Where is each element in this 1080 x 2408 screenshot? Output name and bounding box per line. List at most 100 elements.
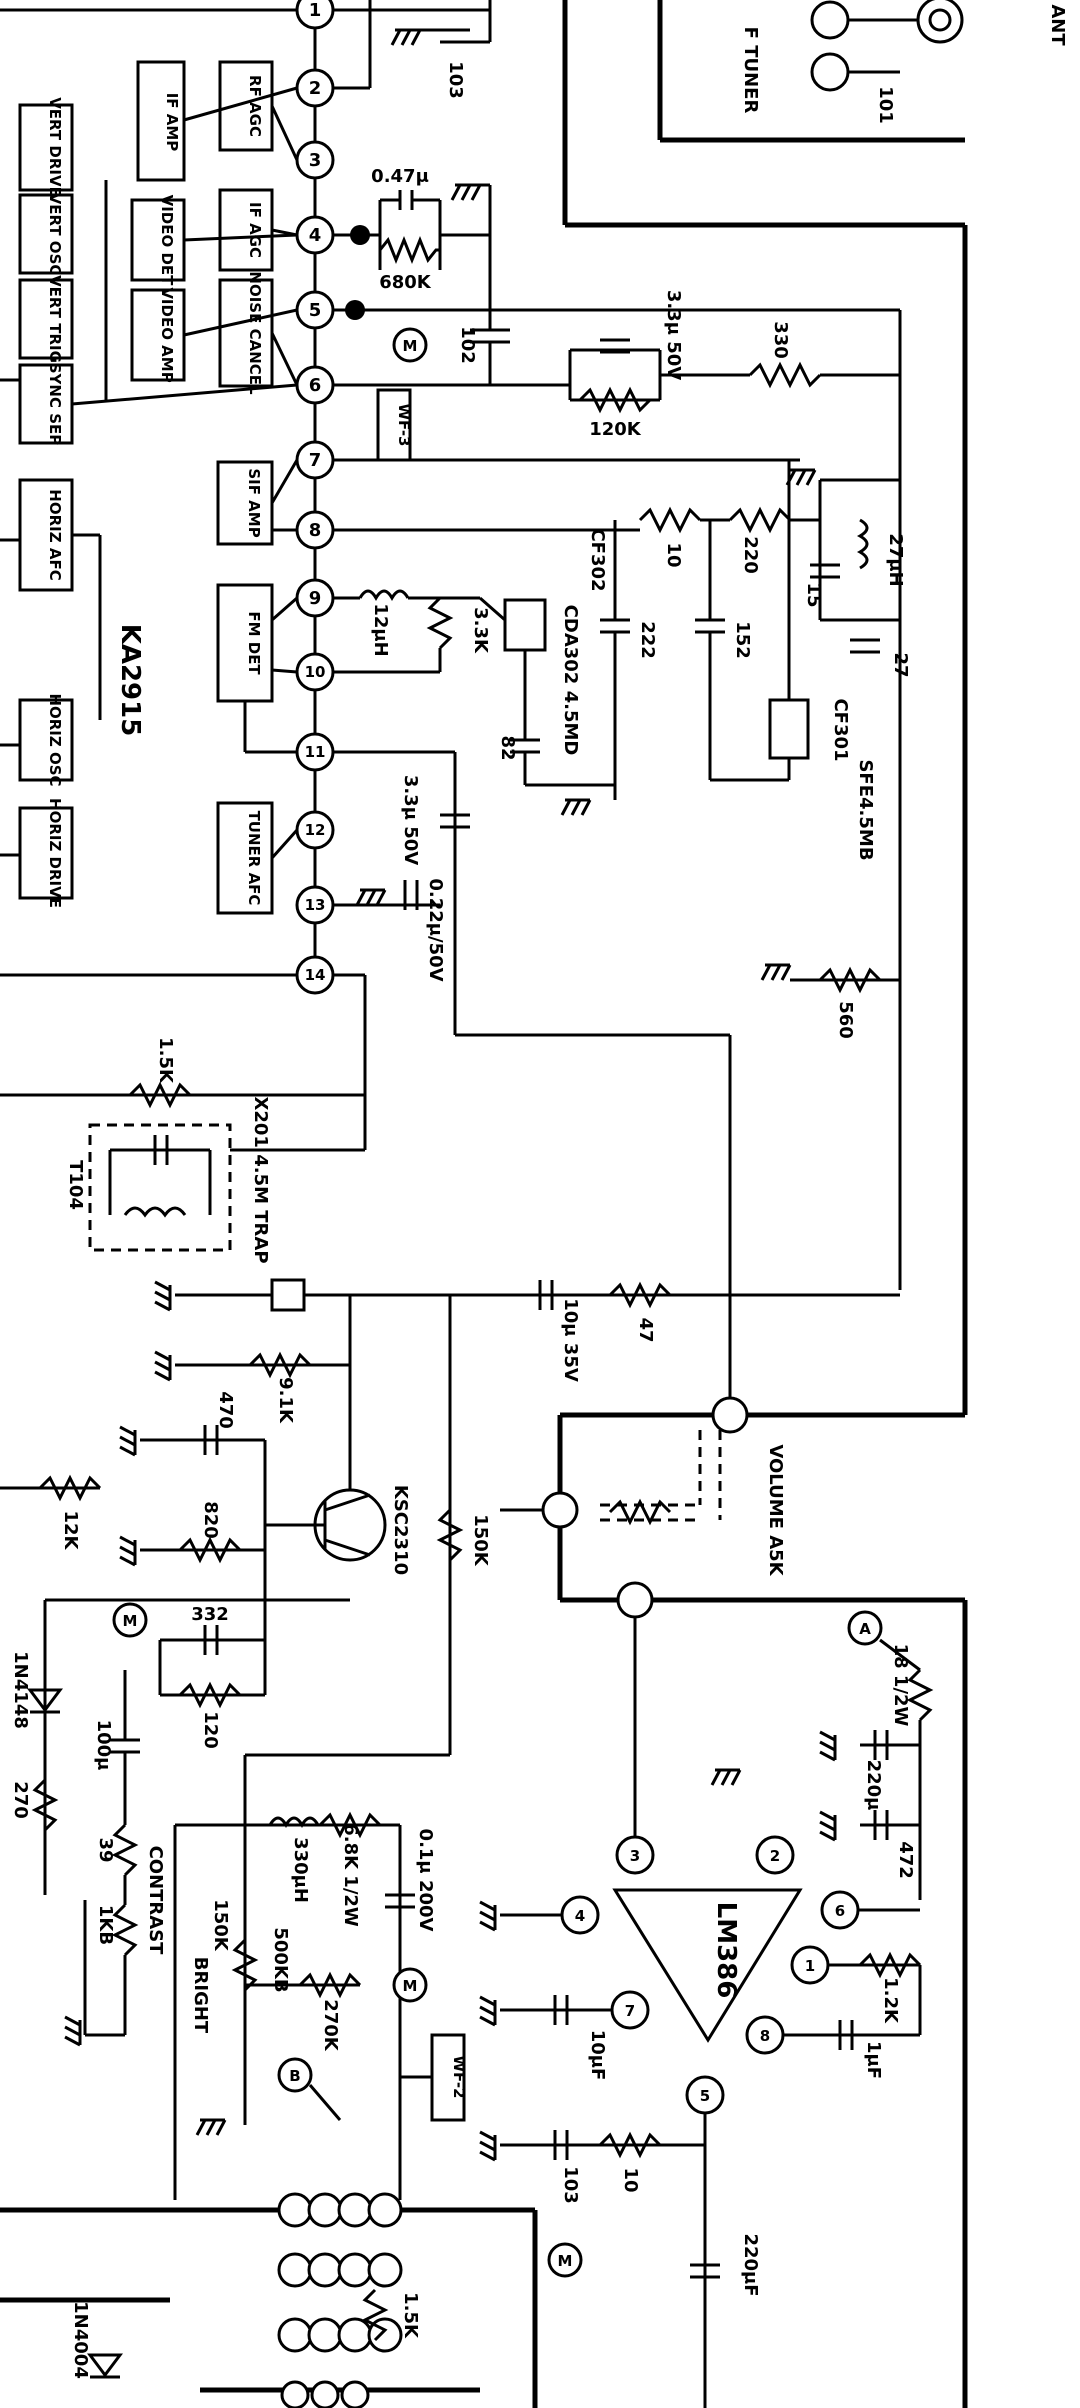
svg-text:B: B xyxy=(289,2067,300,2085)
ic-pin-4: 4 xyxy=(295,215,335,255)
c103a-label: 103 xyxy=(445,61,466,99)
svg-text:VERT TRIG: VERT TRIG xyxy=(46,275,64,363)
r820-label: 820 xyxy=(200,1501,221,1539)
horiz-osc-block xyxy=(18,698,74,782)
bright-label: BRIGHT xyxy=(190,1957,211,2034)
c152-label: 152 xyxy=(732,621,753,659)
r68k-label: 6.8K 1/2W xyxy=(340,1823,361,1927)
vert-trig-block xyxy=(18,278,74,360)
svg-text:1: 1 xyxy=(309,0,322,21)
r12k2-label: 1.2K xyxy=(880,1977,901,2024)
c047-label: 0.47μ xyxy=(371,166,429,187)
c220uf-label: 220μF xyxy=(740,2233,761,2296)
svg-text:RF AGC: RF AGC xyxy=(246,75,264,137)
ic-pin-10: 10 xyxy=(295,652,335,692)
horiz-afc-block xyxy=(18,478,74,592)
svg-text:3: 3 xyxy=(309,150,322,171)
c1u-label: 1μF xyxy=(863,2041,884,2079)
svg-text:M: M xyxy=(558,2252,573,2270)
svg-text:9: 9 xyxy=(309,588,322,609)
if-agc-block xyxy=(218,188,274,272)
sif-network: 10 220 CF302 222 152 12μH 3.3K CDA302 4.… xyxy=(333,458,911,861)
r150k2-label: 150K xyxy=(210,1899,231,1952)
l12-label: 12μH xyxy=(370,603,391,656)
r500kb-label: 500KB xyxy=(270,1927,291,1992)
svg-text:HORIZ AFC: HORIZ AFC xyxy=(46,489,64,580)
bright-network: 330μH 6.8K 1/2W 0.1μ 200V 150K 500KB BRI… xyxy=(173,1753,468,2200)
r15k-label: 1.5K xyxy=(155,1037,176,1084)
c33-50b-label: 3.3μ 50V xyxy=(400,775,421,865)
if-amp-block xyxy=(136,60,186,182)
c332-label: 332 xyxy=(191,1604,229,1625)
l330-label: 330μH xyxy=(290,1837,311,1903)
x201-label: X201 4.5M TRAP xyxy=(250,1096,271,1263)
svg-text:3: 3 xyxy=(630,1847,640,1865)
svg-text:VIDEO AMP: VIDEO AMP xyxy=(158,287,176,382)
d1n4148-label: 1N4148 xyxy=(10,1651,31,1729)
d1n4004-label: 1N4004 xyxy=(70,2301,91,2379)
svg-text:8: 8 xyxy=(760,2027,770,2045)
sync-sep-block xyxy=(18,363,74,445)
r10b-label: 10 xyxy=(620,2167,641,2192)
ic-pin-9: 9 xyxy=(295,578,335,618)
video-amp-block xyxy=(130,288,186,382)
svg-text:M: M xyxy=(123,1612,138,1630)
r150k-label: 150K xyxy=(470,1514,491,1567)
r91k-label: 9.1K xyxy=(275,1377,296,1424)
pin11-14-network: 3.3μ 50V 0.22μ/50V 560 xyxy=(333,750,900,1415)
c15-label: 15 xyxy=(803,582,824,607)
volume-pin-top xyxy=(711,1396,749,1434)
r270-label: 270 xyxy=(10,1781,31,1819)
svg-text:10: 10 xyxy=(305,663,326,681)
svg-text:11: 11 xyxy=(305,743,326,761)
c27-label: 27 xyxy=(890,652,911,677)
c472-label: 472 xyxy=(895,1841,916,1879)
marker-m3 xyxy=(392,1967,428,2003)
bottom-connector: 1.5K 1N4004 xyxy=(0,2192,538,2408)
svg-text:VERT OSC: VERT OSC xyxy=(46,193,64,276)
c220-label: 220μ xyxy=(863,1760,884,1811)
video-det-block xyxy=(130,198,186,282)
svg-text:7: 7 xyxy=(309,450,322,471)
svg-text:6: 6 xyxy=(835,1902,845,1920)
noise-cancel-block xyxy=(218,278,274,388)
ic-pin-12: 12 xyxy=(295,810,335,850)
r10a-label: 10 xyxy=(663,542,684,567)
ic-pin-14: 14 xyxy=(295,955,335,995)
svg-text:4: 4 xyxy=(575,1907,585,1925)
r560-label: 560 xyxy=(835,1001,856,1039)
svg-text:NOISE CANCEL: NOISE CANCEL xyxy=(246,271,264,395)
cda302-filter xyxy=(503,598,547,652)
wf3-box xyxy=(376,388,412,462)
ksc2310-label: KSC2310 xyxy=(390,1485,411,1575)
c470-label: 470 xyxy=(215,1391,236,1429)
ka2915-ic: 1 2 3 4 5 6 7 8 9 10 11 12 13 14 IF AMP … xyxy=(0,0,335,995)
r120-label: 120 xyxy=(200,1711,221,1749)
r680k-label: 680K xyxy=(379,272,432,293)
svg-text:SIF AMP: SIF AMP xyxy=(245,468,263,537)
vert-osc-block xyxy=(18,193,74,275)
r15k2-label: 1.5K xyxy=(400,2292,421,2339)
r330-label: 330 xyxy=(770,321,791,359)
c022-label: 0.22μ/50V xyxy=(425,878,446,981)
svg-text:WF-3: WF-3 xyxy=(395,404,413,447)
marker-m1 xyxy=(392,327,428,363)
c103b-label: 103 xyxy=(560,2166,581,2204)
r33k-label: 3.3K xyxy=(470,607,491,654)
svg-text:8: 8 xyxy=(309,520,322,541)
ground-symbols xyxy=(64,28,837,2162)
pin5-6-network: M WF-3 120K 3.3μ 50V 330 xyxy=(333,290,902,1290)
vert-drive-block xyxy=(18,103,74,192)
sfe-label: SFE4.5MB xyxy=(855,759,876,860)
r18-label: 18 1/2W xyxy=(890,1644,911,1727)
r220-label: 220 xyxy=(740,536,761,574)
svg-text:HORIZ DRIVE: HORIZ DRIVE xyxy=(46,798,64,908)
ic-pin-2: 2 xyxy=(295,68,335,108)
volume-label: VOLUME A5K xyxy=(765,1444,786,1576)
ka2915-label: KA2915 xyxy=(115,624,145,737)
audio-section: VOLUME A5K LM386 3 2 4 6 1 7 8 5 A 18 1/… xyxy=(500,1396,968,2408)
svg-text:5: 5 xyxy=(309,300,322,321)
svg-text:IF AGC: IF AGC xyxy=(246,202,264,258)
ic-pin-3: 3 xyxy=(295,140,335,180)
